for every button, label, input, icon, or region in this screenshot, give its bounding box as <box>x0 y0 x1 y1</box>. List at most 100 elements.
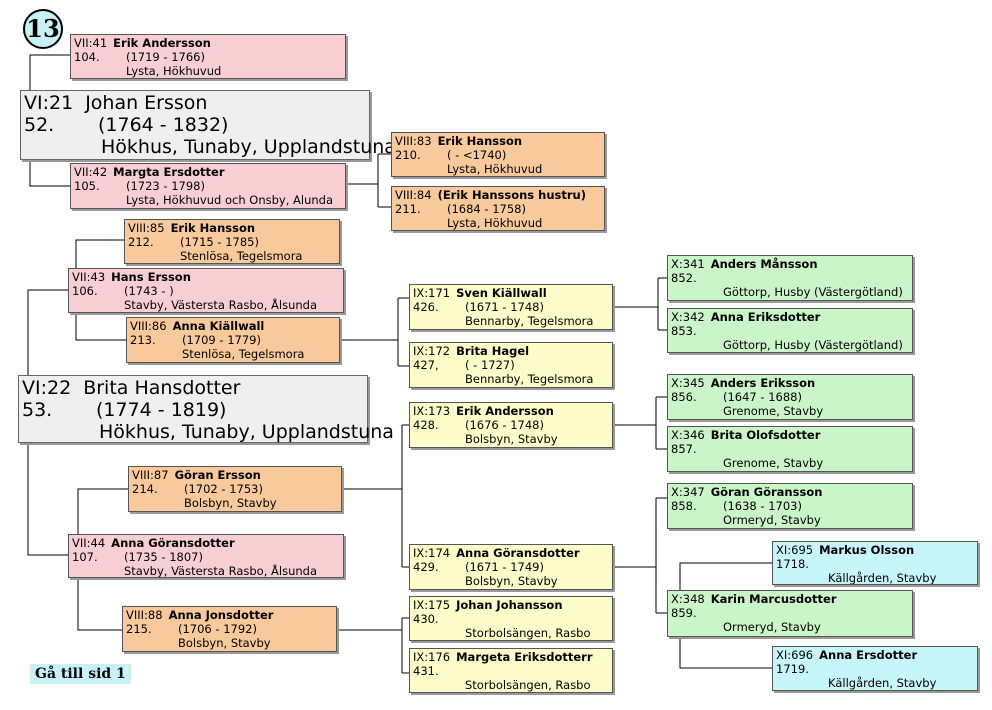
person-years: (1764 - 1832) <box>98 114 229 136</box>
person-code: XI:696 <box>776 648 814 662</box>
person-box-1719[interactable]: XI:696 Anna Ersdotter 1719. Källgården, S… <box>772 646 978 691</box>
person-place: Stavby, Västersta Rasbo, Ålsunda <box>124 564 318 578</box>
person-name: Erik Andersson <box>113 36 211 50</box>
person-name: Karin Marcusdotter <box>710 592 837 606</box>
person-code: IX:174 <box>413 546 451 560</box>
person-number: 429. <box>413 560 439 574</box>
person-place: Bolsbyn, Stavby <box>178 636 271 650</box>
person-number: 428. <box>413 418 439 432</box>
person-code: X:347 <box>671 485 705 499</box>
person-code: VIII:83 <box>395 134 432 148</box>
person-place: Källgården, Stavby <box>828 676 937 690</box>
person-name: Anders Månsson <box>710 257 818 271</box>
person-number: 856. <box>671 390 697 404</box>
person-years: ( - 1727) <box>465 358 515 372</box>
person-box-427[interactable]: IX:172 Brita Hagel 427, ( - 1727) Bennarby… <box>409 342 613 388</box>
person-code: VII:44 <box>72 536 106 550</box>
person-years: (1719 - 1766) <box>126 50 205 64</box>
person-name: (Erik Hanssons hustru) <box>437 188 586 202</box>
person-years: (1671 - 1749) <box>465 560 544 574</box>
person-code: X:342 <box>671 310 705 324</box>
person-number: 1719. <box>776 662 809 676</box>
person-code: IX:175 <box>413 598 451 612</box>
person-name: Anna Kiällwall <box>172 319 265 333</box>
person-name: Anders Eriksson <box>710 376 816 390</box>
person-code: VI:22 <box>22 377 72 399</box>
person-code: XI:695 <box>776 543 814 557</box>
person-code: VIII:85 <box>128 221 165 235</box>
person-number: 431. <box>413 664 439 678</box>
person-place: Ormeryd, Stavby <box>723 513 821 527</box>
person-number: 212. <box>128 235 154 249</box>
person-name: Johan Ersson <box>85 92 208 114</box>
person-name: Anna Ersdotter <box>819 648 918 662</box>
person-box-211[interactable]: VIII:84(Erik Hanssons hustru) 211.(1684 … <box>391 186 605 231</box>
person-code: VIII:88 <box>126 608 163 622</box>
person-code: X:345 <box>671 376 705 390</box>
person-place: Storbolsängen, Rasbo <box>465 678 591 692</box>
person-code: VII:41 <box>74 36 108 50</box>
person-name: Erik Andersson <box>456 404 554 418</box>
person-place: Hökhus, Tunaby, Upplandstuna <box>101 136 396 158</box>
person-code: IX:172 <box>413 344 451 358</box>
person-place: Bolsbyn, Stavby <box>465 432 558 446</box>
person-years: (1743 - ) <box>124 284 174 298</box>
person-place: Stenlösa, Tegelsmora <box>182 347 305 361</box>
person-place: Grenome, Stavby <box>723 404 824 418</box>
person-number: 106. <box>72 284 98 298</box>
person-name: Erik Hansson <box>170 221 256 235</box>
person-number: 210. <box>395 148 421 162</box>
person-place: Bolsbyn, Stavby <box>465 574 558 588</box>
person-code: X:341 <box>671 257 705 271</box>
person-years: (1709 - 1779) <box>182 333 261 347</box>
person-years: (1638 - 1703) <box>723 499 802 513</box>
back-to-page-1-link[interactable]: Gå till sid 1 <box>30 664 131 684</box>
person-name: Hans Ersson <box>111 270 191 284</box>
person-place: Lysta, Hökhuvud <box>447 216 543 230</box>
person-years: (1723 - 1798) <box>126 179 205 193</box>
person-years: (1647 - 1688) <box>723 390 802 404</box>
person-place: Bolsbyn, Stavby <box>184 496 277 510</box>
person-years: (1774 - 1819) <box>96 399 227 421</box>
person-code: VII:43 <box>72 270 106 284</box>
person-name: Göran Göransson <box>710 485 823 499</box>
person-place: Bennarby, Tegelsmora <box>465 372 594 386</box>
person-code: VI:21 <box>24 92 74 114</box>
person-number: 859. <box>671 606 697 620</box>
person-number: 852. <box>671 271 697 285</box>
person-name: Brita Hagel <box>456 344 530 358</box>
person-years: (1684 - 1758) <box>447 202 526 216</box>
person-code: X:348 <box>671 592 705 606</box>
person-place: Göttorp, Husby (Västergötland) <box>723 338 903 352</box>
person-place: Grenome, Stavby <box>723 456 824 470</box>
person-code: VII:42 <box>74 165 108 179</box>
person-name: Sven Kiällwall <box>456 286 547 300</box>
person-number: 427, <box>413 358 439 372</box>
person-box-856[interactable]: X:345 Anders Eriksson 856. (1647 - 1688) G… <box>667 374 913 420</box>
person-place: Lysta, Hökhuvud och Onsby, Alunda <box>126 193 334 207</box>
person-number: 105. <box>74 179 100 193</box>
